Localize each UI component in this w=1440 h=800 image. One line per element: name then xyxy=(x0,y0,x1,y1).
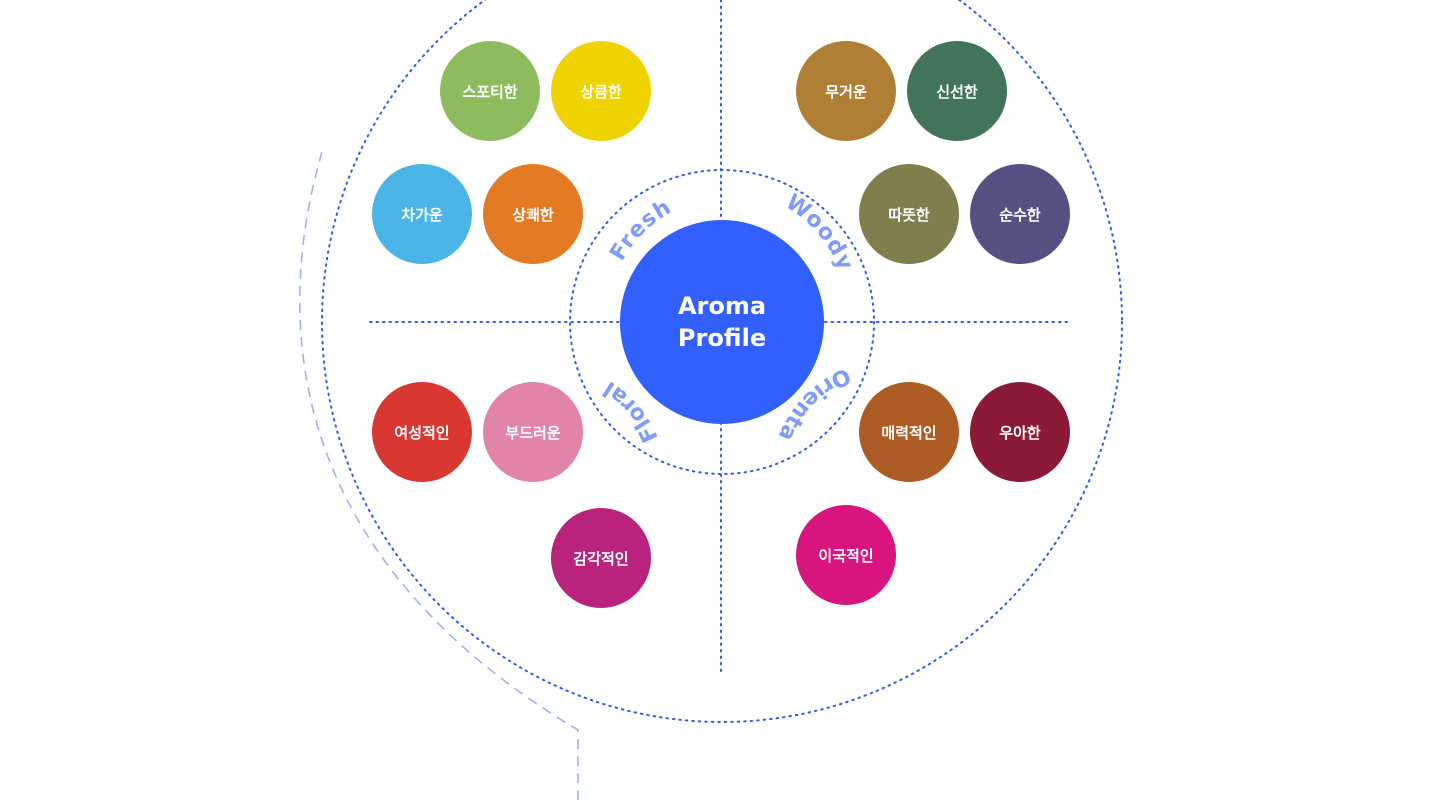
aroma-bubble-pleasant[interactable]: 상쾌한 xyxy=(483,164,583,264)
aroma-label: 상쾌한 xyxy=(512,205,554,224)
aroma-bubble-elegant[interactable]: 우아한 xyxy=(970,382,1070,482)
aroma-label: 감각적인 xyxy=(573,549,629,568)
left-dashed-guide xyxy=(299,151,579,800)
aroma-bubble-feminine[interactable]: 여성적인 xyxy=(372,382,472,482)
aroma-bubble-fresh-new[interactable]: 신선한 xyxy=(907,41,1007,141)
aroma-bubble-cold[interactable]: 차가운 xyxy=(372,164,472,264)
aroma-label: 부드러운 xyxy=(505,423,561,442)
aroma-label: 순수한 xyxy=(999,205,1041,224)
aroma-bubble-pure[interactable]: 순수한 xyxy=(970,164,1070,264)
aroma-profile-hub[interactable]: Aroma Profile xyxy=(620,220,824,424)
aroma-bubble-refreshing[interactable]: 상큼한 xyxy=(551,41,651,141)
aroma-bubble-charming[interactable]: 매력적인 xyxy=(859,382,959,482)
aroma-label: 신선한 xyxy=(936,82,978,101)
aroma-bubble-warm[interactable]: 따뜻한 xyxy=(859,164,959,264)
aroma-label: 따뜻한 xyxy=(888,205,930,224)
aroma-label: 상큼한 xyxy=(580,82,622,101)
aroma-label: 스포티한 xyxy=(462,82,518,101)
hub-title-line2: Profile xyxy=(677,324,767,352)
aroma-label: 무거운 xyxy=(825,82,867,101)
aroma-bubble-sporty[interactable]: 스포티한 xyxy=(440,41,540,141)
aroma-bubble-exotic[interactable]: 이국적인 xyxy=(796,505,896,605)
aroma-label: 여성적인 xyxy=(394,423,450,442)
aroma-bubble-soft[interactable]: 부드러운 xyxy=(483,382,583,482)
aroma-label: 우아한 xyxy=(999,423,1041,442)
aroma-label: 매력적인 xyxy=(881,423,937,442)
aroma-bubble-heavy[interactable]: 무거운 xyxy=(796,41,896,141)
hub-title-line1: Aroma xyxy=(677,292,767,320)
outer-dotted-ring xyxy=(321,0,1123,723)
aroma-label: 차가운 xyxy=(401,205,443,224)
aroma-label: 이국적인 xyxy=(818,546,874,565)
aroma-bubble-sensual[interactable]: 감각적인 xyxy=(551,508,651,608)
